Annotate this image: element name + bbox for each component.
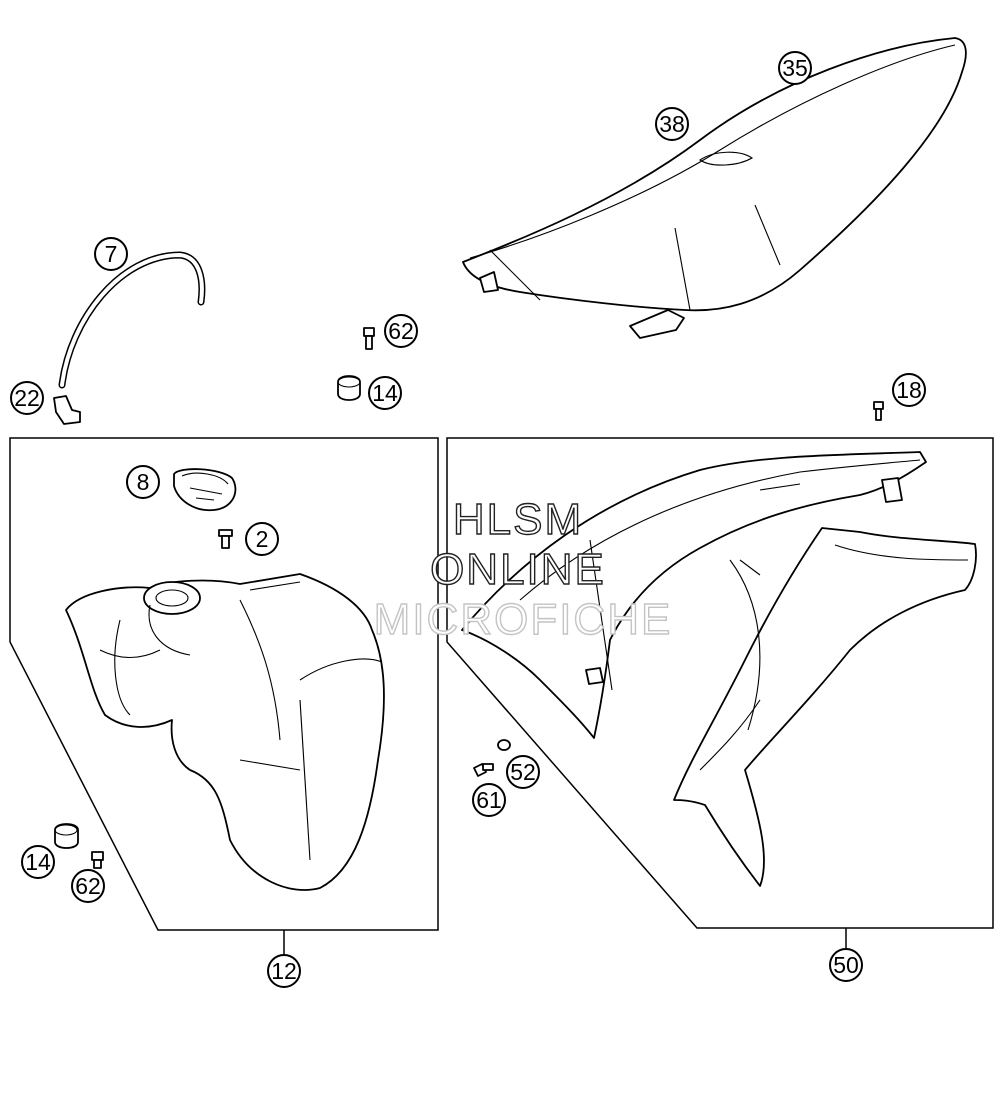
bolt-shroud[interactable]	[873, 401, 884, 421]
callout-2-label: 2	[256, 526, 269, 552]
callout-14-bottom-label: 14	[25, 849, 51, 875]
watermark: HLSM ONLINE MICROFICHE	[373, 494, 673, 644]
bushing-top[interactable]	[337, 375, 361, 401]
callout-14-top-label: 14	[372, 380, 398, 406]
fuel-cap[interactable]	[173, 468, 237, 512]
callout-50[interactable]: 50	[829, 948, 863, 982]
callout-18[interactable]: 18	[892, 373, 926, 407]
callout-61[interactable]: 61	[472, 783, 506, 817]
callout-35[interactable]: 35	[778, 51, 812, 85]
callout-7-label: 7	[105, 241, 118, 267]
callout-14-bottom[interactable]: 14	[21, 845, 55, 879]
callout-7[interactable]: 7	[94, 237, 128, 271]
watermark-line3: MICROFICHE	[374, 595, 673, 644]
fuel-tank[interactable]	[65, 573, 385, 891]
callout-62-top-label: 62	[388, 318, 414, 344]
callout-62-bottom-label: 62	[75, 873, 101, 899]
callout-22[interactable]: 22	[10, 381, 44, 415]
watermark-line2: ONLINE	[430, 545, 606, 594]
callout-18-label: 18	[896, 377, 922, 403]
callout-52-label: 52	[510, 759, 536, 785]
spoiler-left[interactable]	[461, 451, 927, 739]
shroud-screw[interactable]	[473, 763, 494, 777]
callout-61-label: 61	[476, 787, 502, 813]
callout-62-bottom[interactable]: 62	[71, 869, 105, 903]
callout-38-label: 38	[659, 111, 685, 137]
callout-2[interactable]: 2	[245, 522, 279, 556]
vent-hose[interactable]	[58, 251, 206, 389]
callout-8-label: 8	[137, 469, 150, 495]
callout-8[interactable]: 8	[126, 465, 160, 499]
bushing-bottom[interactable]	[54, 823, 79, 849]
hose-fitting[interactable]	[53, 395, 81, 425]
callout-35-label: 35	[782, 55, 808, 81]
cap-screw[interactable]	[218, 529, 233, 549]
callout-62-top[interactable]: 62	[384, 314, 418, 348]
callout-50-label: 50	[833, 952, 859, 978]
seat[interactable]	[462, 37, 967, 339]
callout-14-top[interactable]: 14	[368, 376, 402, 410]
shroud-washer[interactable]	[497, 739, 511, 751]
callout-12-label: 12	[271, 958, 297, 984]
spoiler-right[interactable]	[673, 527, 977, 887]
spoiler-group-frame	[446, 437, 994, 929]
fuel-tank-group-frame	[9, 437, 439, 931]
callout-22-label: 22	[14, 385, 40, 411]
callout-38[interactable]: 38	[655, 107, 689, 141]
bolt-top[interactable]	[363, 327, 375, 350]
callout-12[interactable]: 12	[267, 954, 301, 988]
watermark-line1: HLSM	[453, 495, 583, 544]
callout-52[interactable]: 52	[506, 755, 540, 789]
bolt-bottom[interactable]	[91, 851, 104, 869]
